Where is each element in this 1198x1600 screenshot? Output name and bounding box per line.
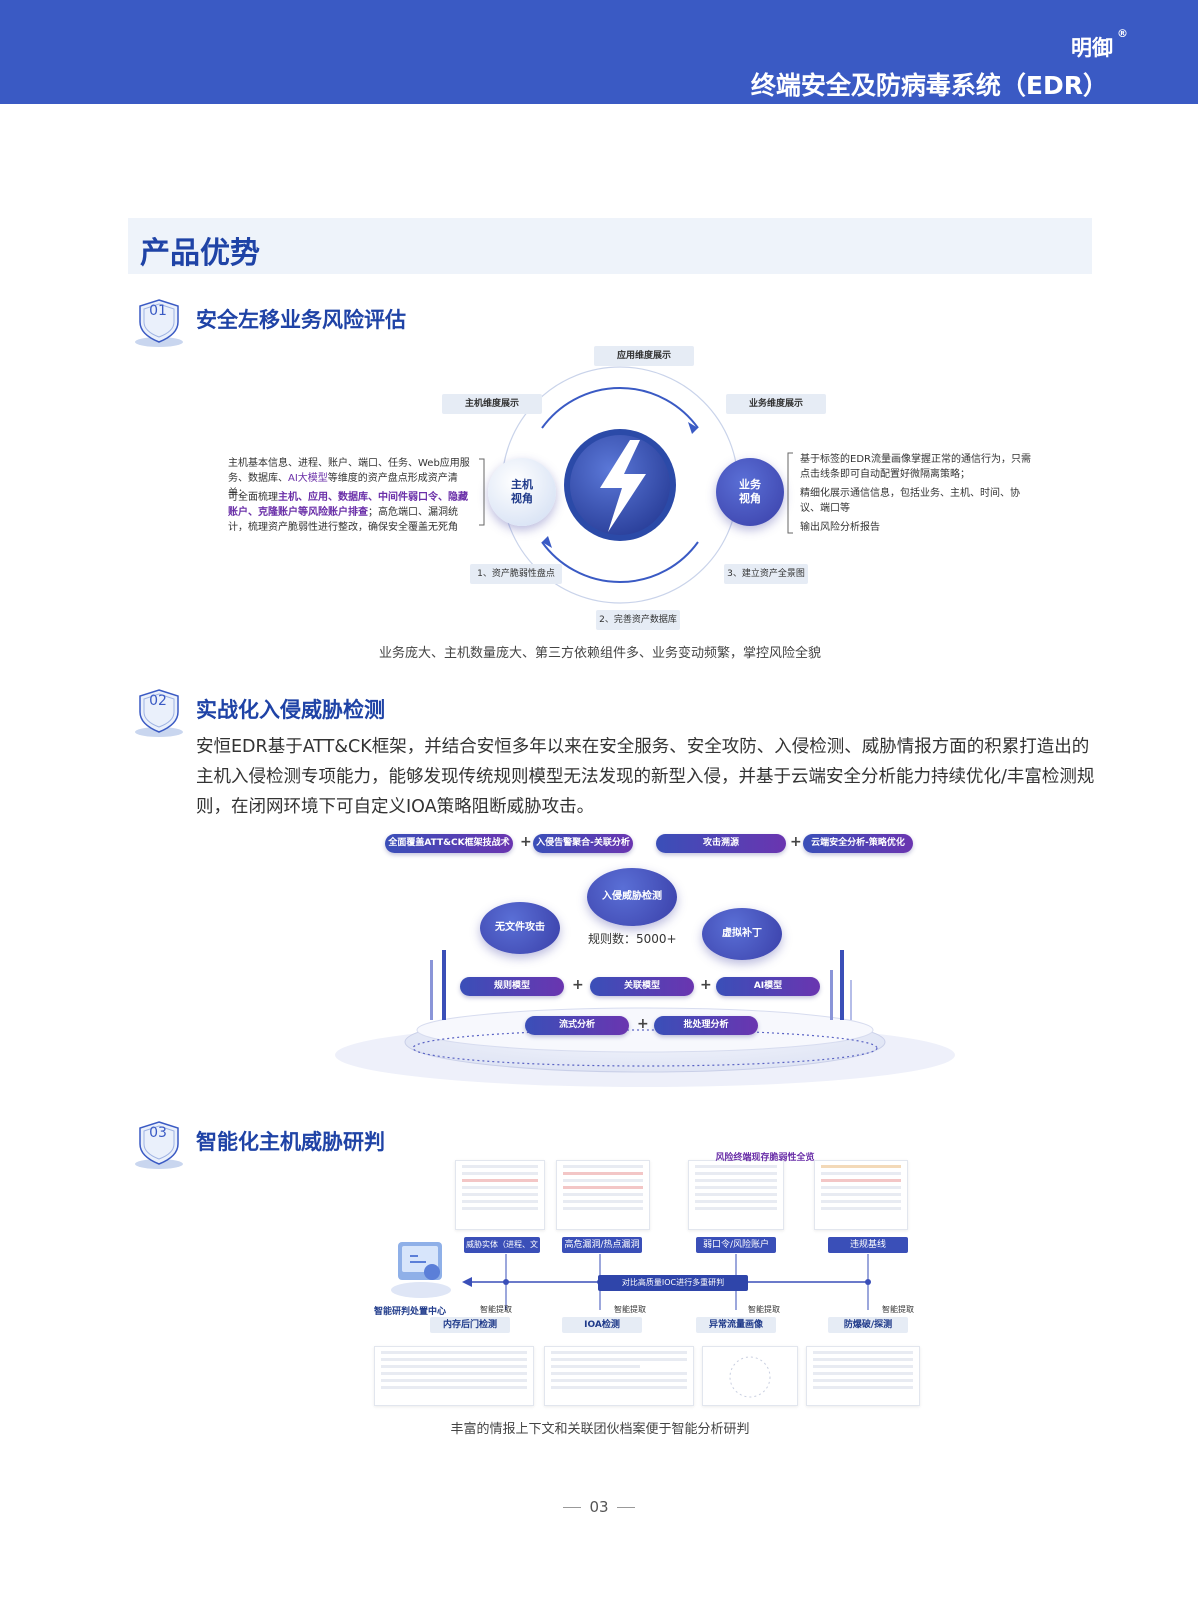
subsection-title-2: 实战化入侵威胁检测 bbox=[196, 698, 385, 722]
host-account-text: 可全面梳理主机、应用、数据库、中间件弱口令、隐藏账户、克隆账户等风险账户排查；高… bbox=[228, 492, 468, 533]
cloud-analysis-tag: 云端安全分析-策略优化 bbox=[803, 834, 913, 853]
ai-model-tag: AI模型 bbox=[716, 977, 820, 996]
shield-badge-icon bbox=[135, 1121, 183, 1169]
section-band bbox=[128, 218, 1092, 274]
plus-sign: + bbox=[572, 977, 584, 993]
app-dimension-pill: 应用维度展示 bbox=[594, 346, 694, 366]
plus-sign: + bbox=[637, 1016, 649, 1032]
center-node-label: 智能研判处置中心 bbox=[374, 1307, 447, 1317]
memory-screenshot bbox=[374, 1346, 534, 1406]
anti-bruteforce-tag: 防爆破/探测 bbox=[828, 1317, 908, 1333]
shield-badge-icon bbox=[135, 299, 183, 347]
rule-count: 规则数：5000+ bbox=[588, 932, 677, 946]
left-bracket bbox=[479, 458, 485, 526]
business-view-node: 业务 视角 bbox=[716, 458, 784, 526]
footer-line bbox=[563, 1507, 582, 1508]
plus-sign: + bbox=[790, 834, 802, 850]
plus-sign: + bbox=[700, 977, 712, 993]
traffic-screenshot bbox=[702, 1346, 798, 1406]
detection-paragraph: 安恒EDR基于ATT&CK框架，并结合安恒多年以来在安全服务、安全攻防、入侵检测… bbox=[196, 737, 1095, 817]
weak-password-tag: 弱口令/风险账户 bbox=[696, 1237, 776, 1253]
section-title: 产品优势 bbox=[140, 236, 260, 271]
abnormal-traffic-tag: 异常流量画像 bbox=[696, 1317, 776, 1333]
baseline-tag: 违规基线 bbox=[828, 1237, 908, 1253]
extract-label: 智能提取 bbox=[748, 1305, 780, 1314]
virtual-patch-node: 虚拟补丁 bbox=[702, 908, 782, 960]
attck-tag: 全面覆盖ATT&CK框架技战术 bbox=[385, 834, 513, 853]
bruteforce-screenshot bbox=[806, 1346, 920, 1406]
step-2-pill: 2、完善资产数据库 bbox=[596, 610, 680, 630]
correlation-model-tag: 关联模型 bbox=[590, 977, 694, 996]
subsection-title-3: 智能化主机威胁研判 bbox=[196, 1130, 385, 1154]
host-view-node: 主机 视角 bbox=[488, 458, 556, 526]
extract-label: 智能提取 bbox=[882, 1305, 914, 1314]
intrusion-detection-node: 入侵威胁检测 bbox=[587, 868, 677, 926]
shield-badge-icon bbox=[135, 689, 183, 737]
weak-password-screenshot bbox=[688, 1160, 784, 1230]
host-dimension-pill: 主机维度展示 bbox=[442, 394, 542, 414]
traffic-ring bbox=[729, 1356, 771, 1398]
caption-3: 丰富的情报上下文和关联团伙档案便于智能分析研判 bbox=[450, 1422, 750, 1437]
stream-analysis-tag: 流式分析 bbox=[525, 1016, 629, 1035]
alert-aggregation-tag: 入侵告警聚合-关联分析 bbox=[533, 834, 633, 853]
threat-entity-screenshot bbox=[455, 1160, 545, 1230]
threat-entity-tag: 威胁实体（进程、文件、域名、IP） bbox=[464, 1237, 540, 1265]
cycle-diagram bbox=[501, 366, 739, 604]
page-number: 03 bbox=[589, 1498, 609, 1516]
plus-sign: + bbox=[520, 834, 532, 850]
badge-number: 03 bbox=[149, 1125, 167, 1141]
traffic-profile-text: 基于标签的EDR流量画像掌握正常的通信行为，只需点击线条即可自动配置好微隔离策略… bbox=[800, 454, 1031, 480]
ioc-judgement-bar: 对比高质量IOC进行多重研判 bbox=[598, 1275, 748, 1291]
page-footer: 03 bbox=[0, 1498, 1198, 1516]
badge-number: 02 bbox=[149, 693, 167, 709]
right-bracket bbox=[787, 452, 793, 534]
comm-info-text: 精细化展示通信信息，包括业务、主机、时间、协议、端口等 bbox=[800, 488, 1020, 514]
ioa-screenshot bbox=[544, 1346, 694, 1406]
batch-analysis-tag: 批处理分析 bbox=[654, 1016, 758, 1035]
attack-tracing-tag: 攻击溯源 bbox=[656, 834, 786, 853]
product-title: 终端安全及防病毒系统（EDR） bbox=[750, 71, 1108, 100]
footer-line bbox=[616, 1507, 635, 1508]
badge-number: 01 bbox=[149, 303, 167, 319]
fileless-attack-node: 无文件攻击 bbox=[480, 902, 560, 954]
step-1-pill: 1、资产脆弱性盘点 bbox=[470, 564, 562, 584]
rule-model-tag: 规则模型 bbox=[460, 977, 564, 996]
vulnerability-screenshot bbox=[556, 1160, 650, 1230]
extract-label: 智能提取 bbox=[614, 1305, 646, 1314]
memory-backdoor-tag: 内存后门检测 bbox=[430, 1317, 510, 1333]
host-info-text: 主机基本信息、进程、账户、端口、任务、Web应用服务、数据库、AI大模型等维度的… bbox=[228, 458, 470, 499]
business-dimension-pill: 业务维度展示 bbox=[726, 394, 826, 414]
subsection-title-1: 安全左移业务风险评估 bbox=[196, 308, 406, 332]
registered-mark: ® bbox=[1117, 27, 1128, 40]
monitor-cube-icon bbox=[391, 1242, 451, 1298]
hot-vuln-tag: 高危漏洞/热点漏洞 bbox=[562, 1237, 642, 1253]
ioa-detection-tag: IOA检测 bbox=[562, 1317, 642, 1333]
header-bar: 明御® 终端安全及防病毒系统（EDR） bbox=[0, 0, 1198, 104]
baseline-screenshot bbox=[814, 1160, 908, 1230]
step-3-pill: 3、建立资产全景图 bbox=[724, 564, 808, 584]
extract-label: 智能提取 bbox=[480, 1305, 512, 1314]
caption-1: 业务庞大、主机数量庞大、第三方依赖组件多、业务变动频繁，掌控风险全貌 bbox=[378, 646, 821, 661]
panel-title: 风险终端现存脆弱性全览 bbox=[715, 1153, 815, 1163]
risk-report-text: 输出风险分析报告 bbox=[800, 522, 880, 533]
brand-name: 明御® bbox=[1071, 27, 1128, 60]
